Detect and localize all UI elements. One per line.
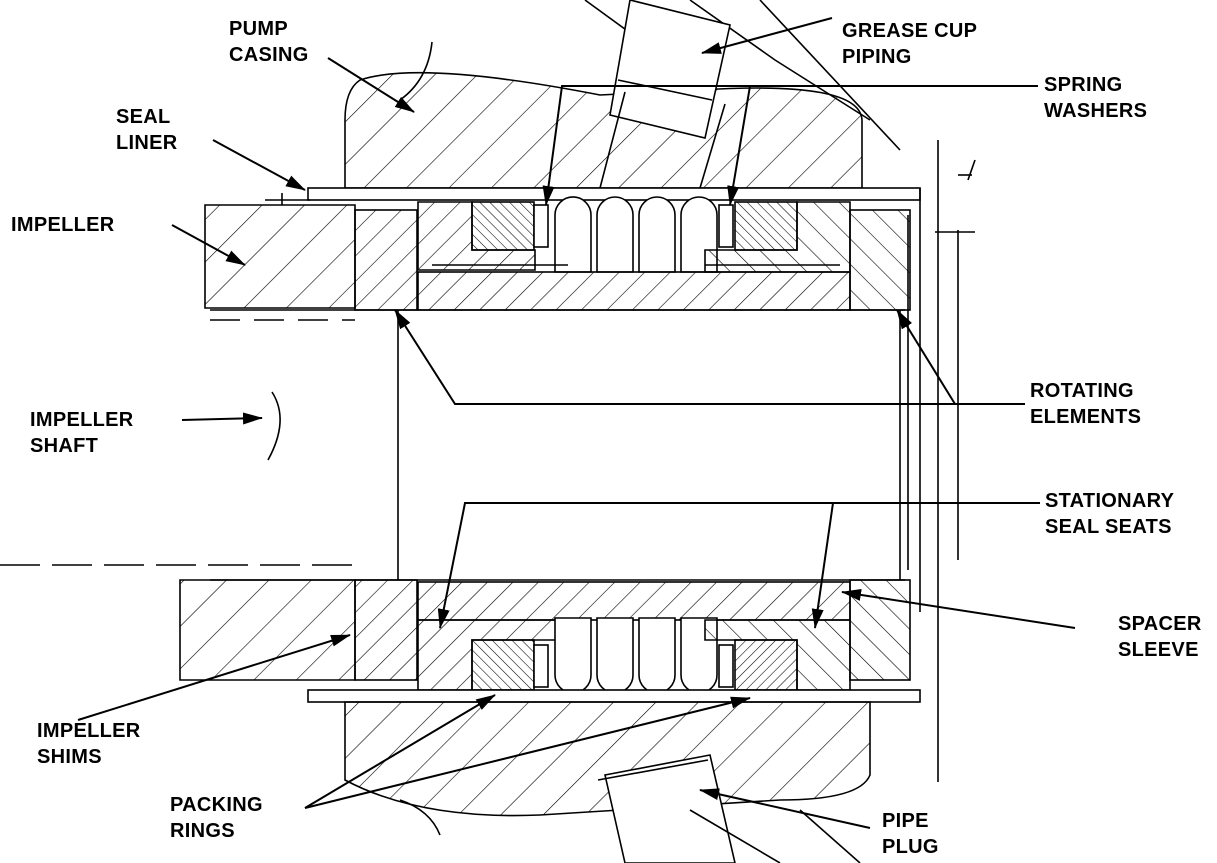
packing-ring-right-upper (734, 201, 798, 251)
pipe-plug (604, 754, 736, 863)
springs-upper (554, 196, 718, 273)
label-stationary-seal-seats: STATIONARY SEAL SEATS (1045, 490, 1175, 538)
label-impeller: IMPELLER (11, 214, 115, 236)
leader-spacer-sleeve (841, 588, 1076, 629)
leader-stationary-right (811, 502, 834, 629)
drawing-geometry (0, 0, 976, 863)
pump-casing-lower (344, 701, 871, 817)
leader-rotating-right (896, 309, 956, 405)
spring-washer-right-upper (718, 204, 734, 248)
label-grease-cup-piping: GREASE CUP PIPING (842, 20, 978, 68)
seal-liner-bottom (307, 689, 921, 703)
label-pipe-plug: PIPE PLUG (882, 810, 939, 858)
rotating-element-right-upper (849, 209, 911, 311)
leader-impeller (171, 224, 246, 266)
leader-impeller-shaft (181, 412, 263, 425)
packing-ring-right-lower (734, 639, 798, 691)
spacer-sleeve-lower (417, 581, 851, 621)
impeller-lower (179, 579, 356, 681)
springs-lower (554, 617, 718, 694)
leader-grease-cup (701, 17, 833, 54)
leader-spring-washer-right (727, 85, 751, 206)
label-spacer-sleeve: SPACER SLEEVE (1118, 613, 1202, 661)
rotating-element-left-lower (354, 579, 418, 681)
label-rotating-elements: ROTATING ELEMENTS (1030, 380, 1142, 428)
grease-cup-piping (609, 0, 731, 139)
spring-washer-right-lower (718, 644, 734, 688)
label-impeller-shims: IMPELLER SHIMS (37, 720, 141, 768)
spacer-sleeve-upper (417, 271, 851, 311)
leader-seal-liner (212, 139, 306, 191)
label-pump-casing: PUMP CASING (229, 18, 309, 66)
spring-washer-left-lower (533, 644, 549, 688)
packing-ring-left-upper (471, 201, 535, 251)
spring-washer-left-upper (533, 204, 549, 248)
leader-pipe-plug (699, 788, 871, 829)
leader-impeller-shims (77, 634, 351, 721)
leader-rotating-left (394, 309, 1025, 405)
leader-spring-washer-left (542, 85, 1038, 206)
leader-stationary-left (437, 502, 1040, 629)
label-impeller-shaft: IMPELLER SHAFT (30, 409, 134, 457)
label-packing-rings: PACKING RINGS (170, 794, 263, 842)
rotating-element-left-upper (354, 209, 418, 311)
leader-lines (77, 17, 1076, 829)
packing-ring-left-lower (471, 639, 535, 691)
casing-outline-upper (399, 41, 433, 101)
pump-casing-upper (344, 71, 863, 189)
label-seal-liner: SEAL LINER (116, 106, 178, 154)
leader-packing-left (304, 694, 496, 809)
leader-packing-right (304, 696, 751, 809)
label-spring-washers: SPRING WASHERS (1044, 74, 1148, 122)
leader-pump-casing (327, 57, 415, 113)
